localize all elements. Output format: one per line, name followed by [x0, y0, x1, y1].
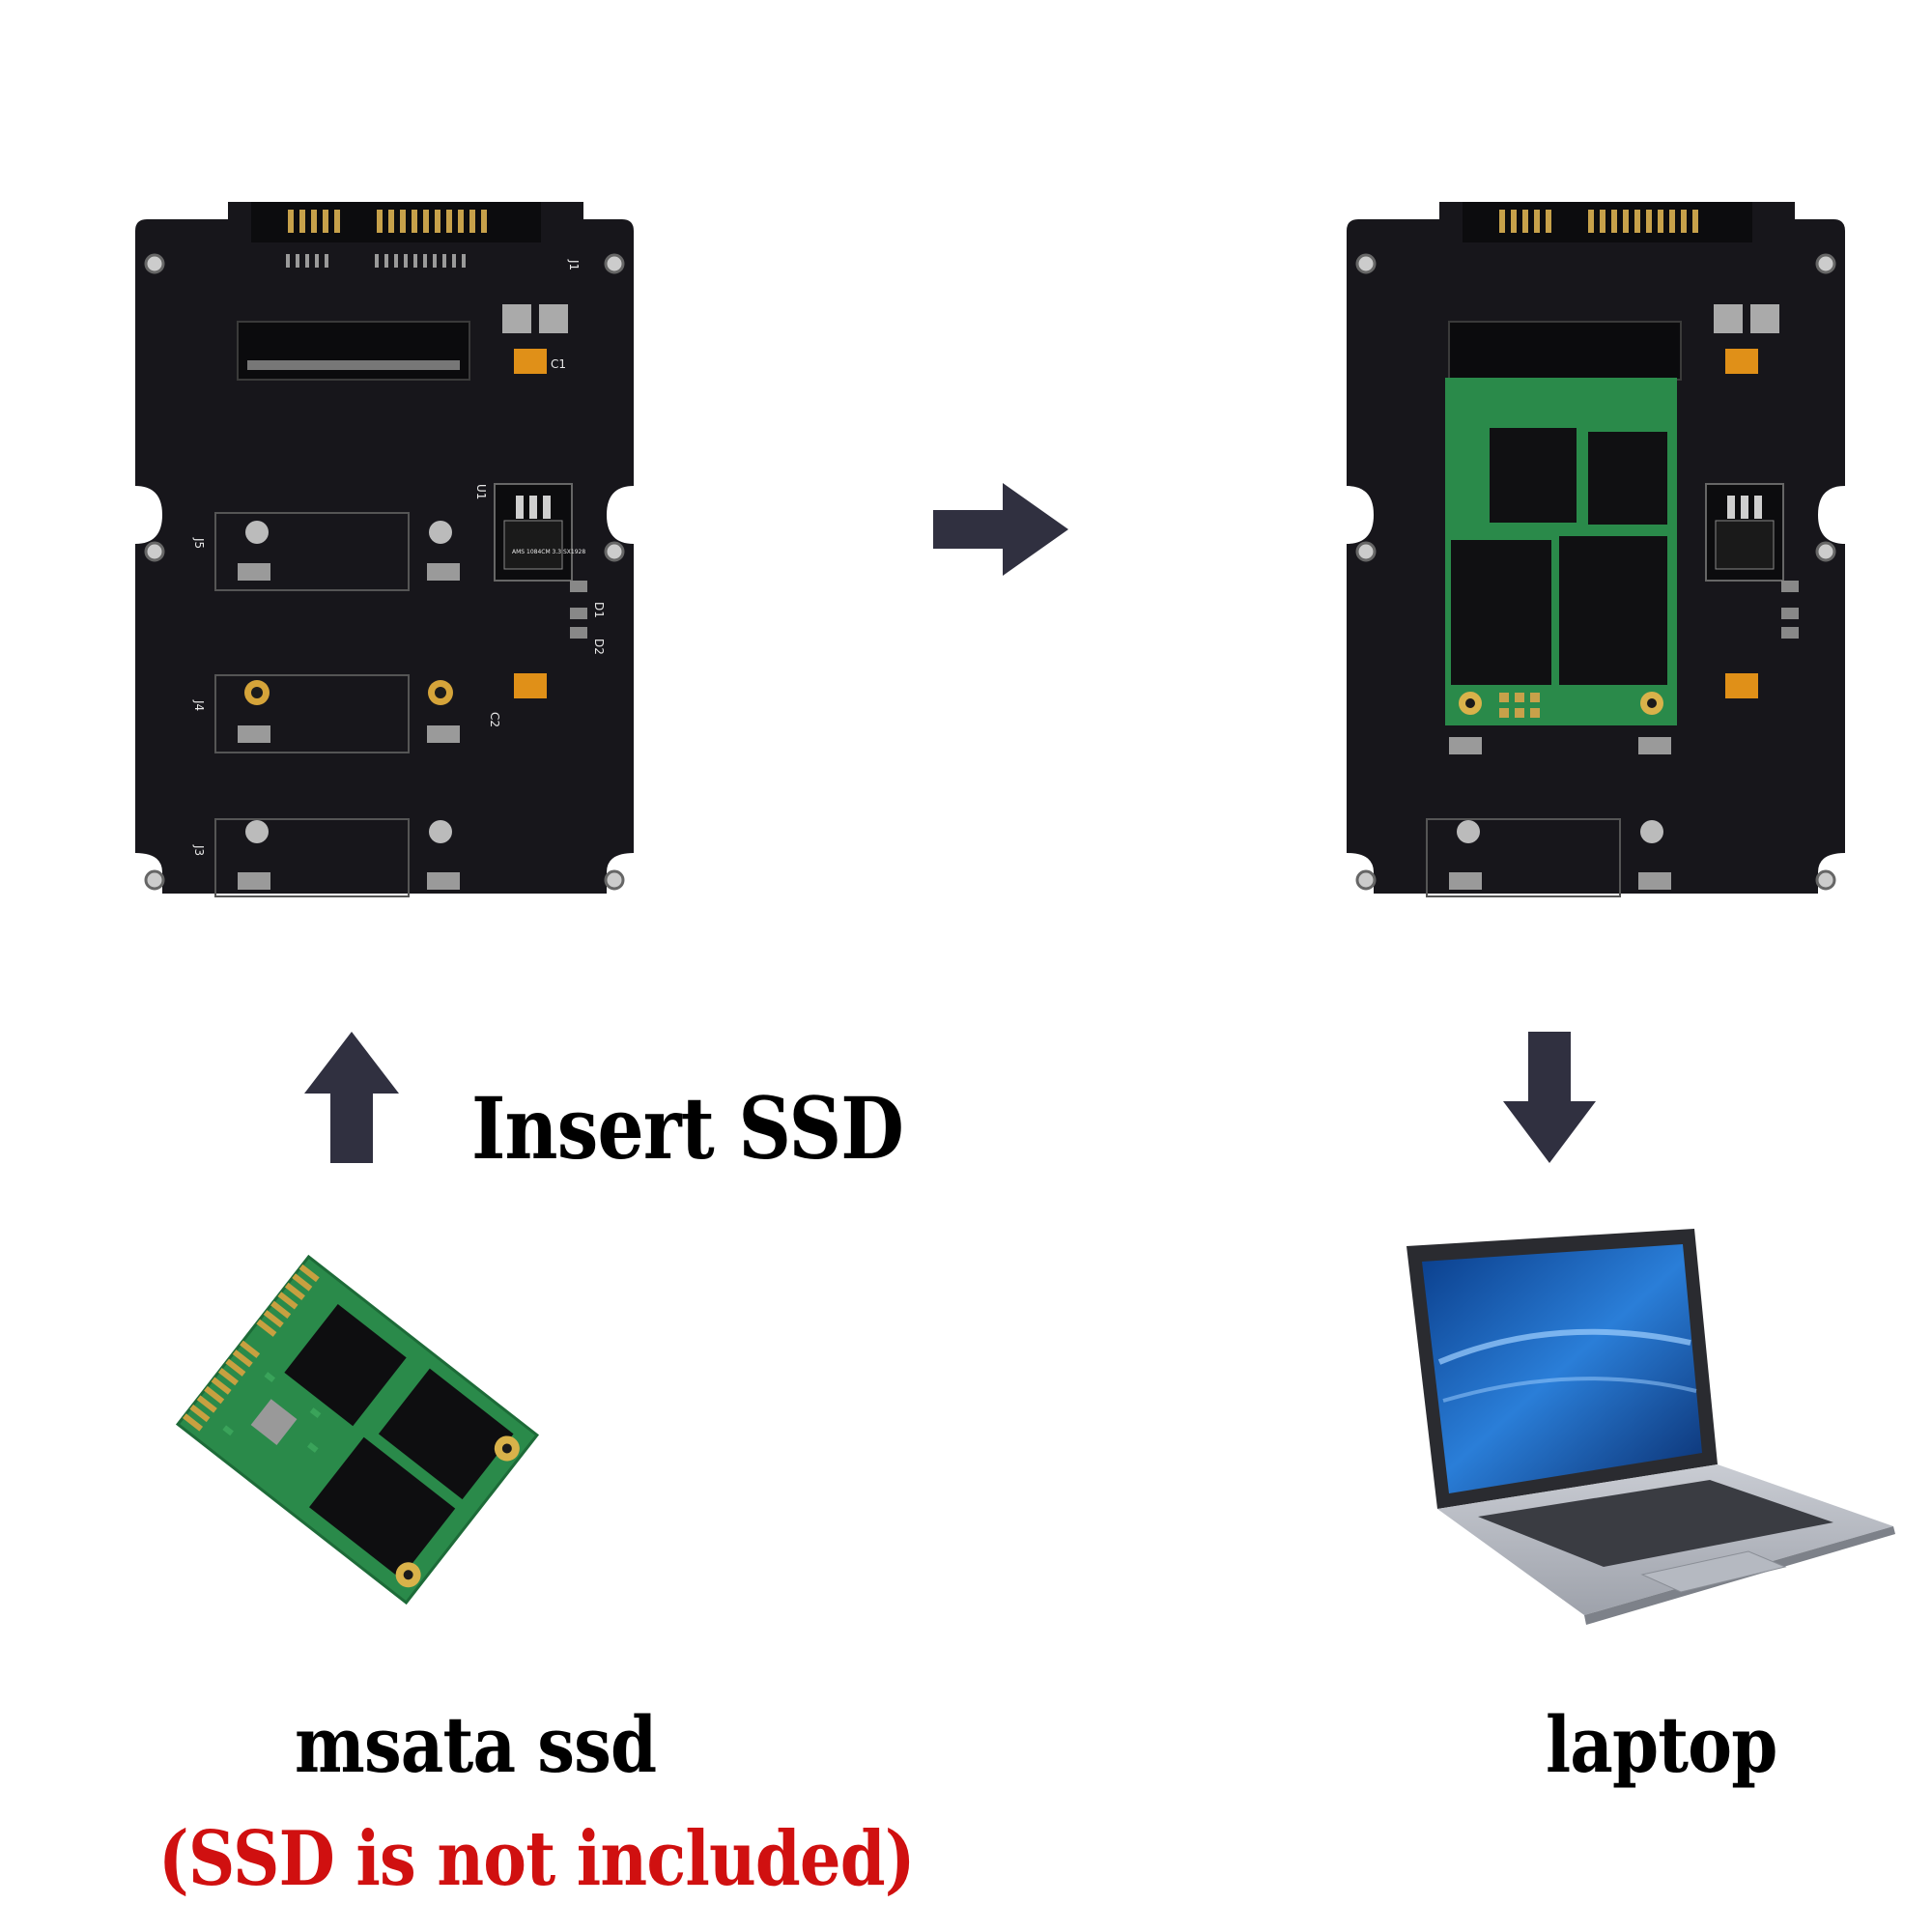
arrow-down-icon — [1503, 1032, 1596, 1163]
mount-hole — [144, 869, 165, 891]
adapter-board-with-ssd — [1345, 196, 1847, 898]
laptop-label: laptop — [1546, 1699, 1777, 1790]
mount-hole — [144, 541, 165, 562]
silk-d2: D2 — [592, 639, 606, 655]
sata-connector — [251, 202, 541, 242]
inserted-ssd — [1445, 378, 1677, 725]
silk-u1: U1 — [474, 484, 488, 499]
insert-ssd-label: Insert SSD — [471, 1078, 904, 1179]
mount-hole — [144, 253, 165, 274]
silk-c2: C2 — [488, 712, 501, 727]
laptop-image — [1401, 1227, 1903, 1633]
msata-slot — [237, 321, 470, 381]
silk-j5: J5 — [192, 537, 206, 549]
adapter-board-empty: J1 J5 J4 J3 U1 D1 D2 C1 C2 AMS 1084CM 3.… — [133, 196, 636, 898]
mount-hole — [604, 541, 625, 562]
mount-hole — [604, 253, 625, 274]
capacitor-c2 — [514, 673, 547, 698]
arrow-right-icon — [933, 483, 1068, 576]
arrow-up-icon — [304, 1032, 399, 1163]
silk-j3: J3 — [192, 844, 206, 856]
msata-ssd-image — [145, 1227, 570, 1633]
mount-hole — [604, 869, 625, 891]
laptop-touchpad — [1640, 1550, 1787, 1593]
silk-regulator: AMS 1084CM 3.3 SX1928 — [512, 549, 585, 555]
laptop-keyboard — [1478, 1480, 1833, 1567]
ssd-not-included-note: (SSD is not included) — [158, 1815, 916, 1903]
msata-ssd-label: msata ssd — [295, 1699, 657, 1790]
capacitor-c1 — [514, 349, 547, 374]
silk-j1: J1 — [567, 259, 581, 270]
laptop-screen — [1422, 1244, 1702, 1493]
regulator-chip — [503, 520, 563, 570]
silk-d1: D1 — [592, 602, 606, 618]
silk-j4: J4 — [192, 699, 206, 711]
silk-c1: C1 — [551, 357, 566, 371]
